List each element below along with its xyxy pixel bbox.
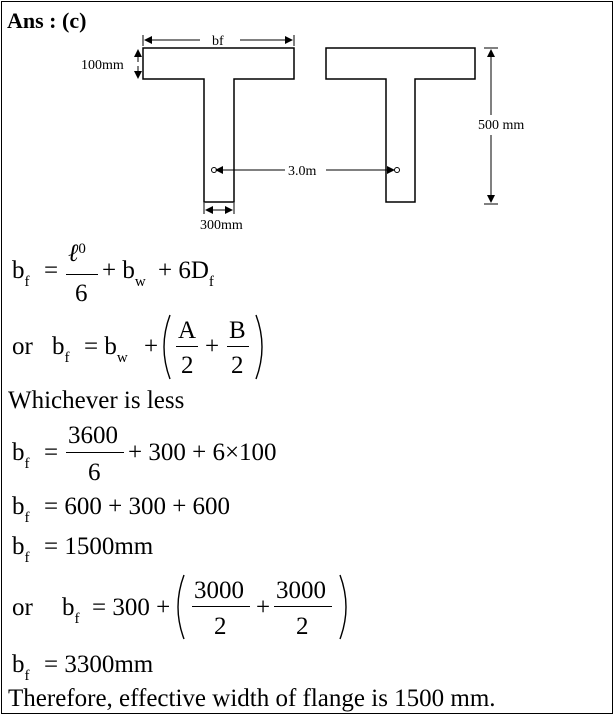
left-t-beam — [142, 47, 295, 203]
flange-thickness-label: 100mm — [81, 58, 124, 73]
whichever-text: Whichever is less — [8, 387, 185, 414]
spacing-label: 3.0m — [288, 164, 317, 179]
right-t-beam — [325, 47, 476, 203]
answer-label: Ans : (c) — [7, 8, 87, 33]
depth-label: 500 mm — [478, 118, 524, 133]
formula2-parentheses — [163, 314, 263, 380]
conclusion-text: Therefore, effective width of flange is … — [8, 685, 496, 712]
bf-label: bf — [212, 34, 224, 49]
web-width-label: 300mm — [200, 218, 243, 233]
calc4-parentheses — [177, 574, 347, 640]
t-beam-diagram: bf 100mm 500 mm 3.0m 300mm — [81, 34, 524, 233]
